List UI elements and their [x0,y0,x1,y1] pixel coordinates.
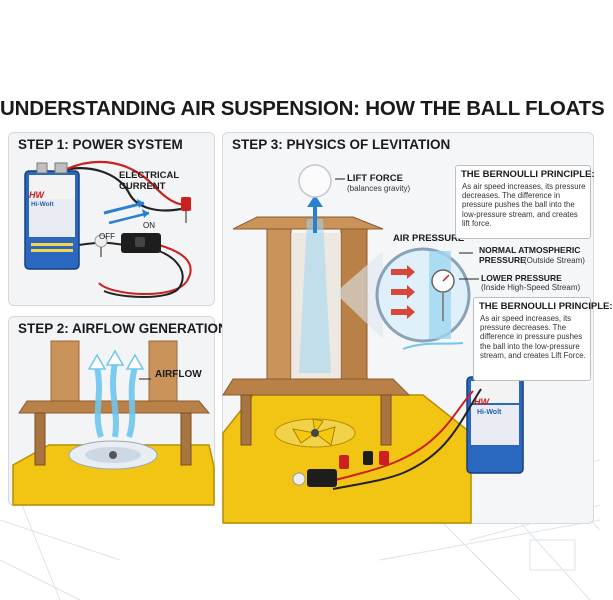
airflow-arrows-icon [94,362,138,438]
lift-force-sub: (balances gravity) [347,184,411,193]
on-label: ON [143,221,155,230]
floating-ball-icon [298,164,332,198]
battery-9v-icon [24,162,80,270]
pressure-arrows-icon [391,265,415,319]
lower-pressure-label: LOWER PRESSURE [481,273,562,283]
step2-title: STEP 2: AIRFLOW GENERATION [18,321,228,336]
normal-pressure-label: NORMAL ATMOSPHERIC PRESSURE [479,245,581,265]
red-push-pin-icon [181,197,191,223]
fan-icon [274,418,356,448]
battery-logo: HW [29,190,44,200]
white-push-pin-icon [94,234,108,257]
bernoulli-text-top: As air speed increases, its pressure dec… [462,182,586,228]
battery-brand: Hi-Wolt [477,409,502,416]
black-push-pin-icon [363,451,373,465]
electrical-current-label: ELECTRICAL CURRENT [119,170,180,192]
step2-panel: STEP 2: AIRFLOW GENERATION [8,316,228,506]
battery-brand: Hi-Wolt [31,201,54,208]
normal-pressure-sub: (Outside Stream) [524,256,585,265]
pressure-gauge-icon [431,269,455,321]
air-stream [299,219,331,373]
infographic: UNDERSTANDING AIR SUSPENSION: HOW THE BA… [0,97,613,600]
battery-9v-icon [466,368,524,474]
toggle-switch-icon [307,469,337,487]
toggle-switch-icon [121,233,161,253]
bernoulli-text-bottom: As air speed increases, its pressure dec… [480,314,586,360]
lift-force-label: LIFT FORCE [347,173,403,184]
bernoulli-box-bottom: THE BERNOULLI PRINCIPLE: As air speed in… [473,297,613,381]
magnifier-circle [375,247,471,343]
main-title: UNDERSTANDING AIR SUSPENSION: HOW THE BA… [0,97,605,120]
red-push-pin-icon [339,451,389,469]
step3-title: STEP 3: PHYSICS OF LEVITATION [232,137,451,152]
step3-panel: STEP 3: PHYSICS OF LEVITATION [222,132,613,524]
battery-logo: HW [474,397,489,407]
step1-panel: STEP 1: POWER SYSTEM [8,132,215,306]
lift-arrow-icon [307,195,323,207]
power-system-illustration [24,160,192,298]
airflow-illustration [12,340,215,506]
airflow-label: AIRFLOW [155,369,202,380]
white-push-pin-icon [292,472,306,486]
bernoulli-title-top: THE BERNOULLI PRINCIPLE: [461,169,595,180]
lower-pressure-sub: (Inside High-Speed Stream) [481,283,581,292]
yellow-base [12,444,215,506]
red-wire [66,160,185,207]
black-wire [60,167,182,212]
levitation-illustration [222,164,524,524]
air-pressure-label: AIR PRESSURE [393,233,465,244]
bernoulli-title-bottom: THE BERNOULLI PRINCIPLE: [479,301,613,312]
step1-title: STEP 1: POWER SYSTEM [18,137,183,152]
off-label: OFF [99,232,115,241]
bernoulli-box-top: THE BERNOULLI PRINCIPLE: As air speed in… [455,165,595,239]
